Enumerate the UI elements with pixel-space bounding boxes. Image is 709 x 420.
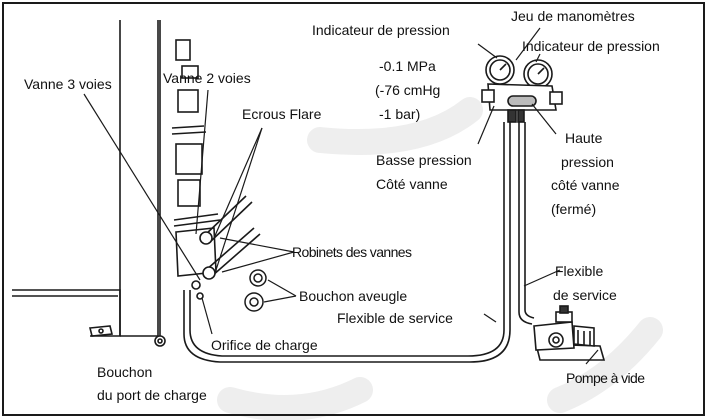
label-charge-port-cap-line1: Bouchon — [97, 364, 153, 380]
label-valve-cocks: Robinets des vannes — [292, 244, 412, 260]
label-high-pressure-side-line1: Haute — [565, 130, 603, 146]
service-hose — [183, 122, 535, 363]
refrigerant-pipes — [191, 195, 261, 300]
label-service-hose-bottom: Flexible de service — [337, 310, 453, 326]
label-service-hose-right-line2: de service — [553, 287, 617, 303]
vacuum-pump-icon — [533, 305, 606, 361]
label-two-way-valve: Vanne 2 voies — [163, 70, 251, 86]
label-high-pressure-side-line2: pression — [561, 154, 614, 170]
label-service-hose-right-line1: Flexible — [555, 263, 604, 279]
label-vacuum-reading-bar: -1 bar) — [379, 106, 421, 122]
manifold-gauge-set — [481, 55, 563, 123]
label-low-pressure-side-line1: Basse pression — [376, 152, 472, 168]
diagram-border — [2, 2, 705, 416]
label-low-pressure-side-line2: Côté vanne — [376, 176, 448, 192]
label-charge-port: Orifice de charge — [211, 337, 318, 353]
label-vacuum-reading-cmhg: (-76 cmHg — [375, 82, 441, 98]
label-three-way-valve: Vanne 3 voies — [24, 76, 112, 92]
label-high-pressure-side-line4: (fermé) — [551, 201, 597, 217]
background-watermark — [217, 97, 663, 420]
label-blind-cap: Bouchon aveugle — [299, 288, 408, 304]
label-vacuum-reading-mpa: -0.1 MPa — [379, 58, 436, 74]
outdoor-unit — [12, 20, 221, 347]
label-high-pressure-side-line3: côté vanne — [551, 177, 620, 193]
label-manifold-set: Jeu de manomètres — [511, 8, 635, 24]
label-charge-port-cap-line2: du port de charge — [97, 387, 207, 403]
leader-lines — [83, 27, 599, 365]
label-flare-nuts: Ecrous Flare — [242, 106, 322, 122]
label-high-pressure-gauge: Indicateur de pression — [522, 38, 660, 54]
label-low-pressure-gauge: Indicateur de pression — [312, 22, 450, 38]
blind-cap-icons — [244, 269, 267, 312]
label-vacuum-pump: Pompe à vide — [566, 370, 645, 386]
